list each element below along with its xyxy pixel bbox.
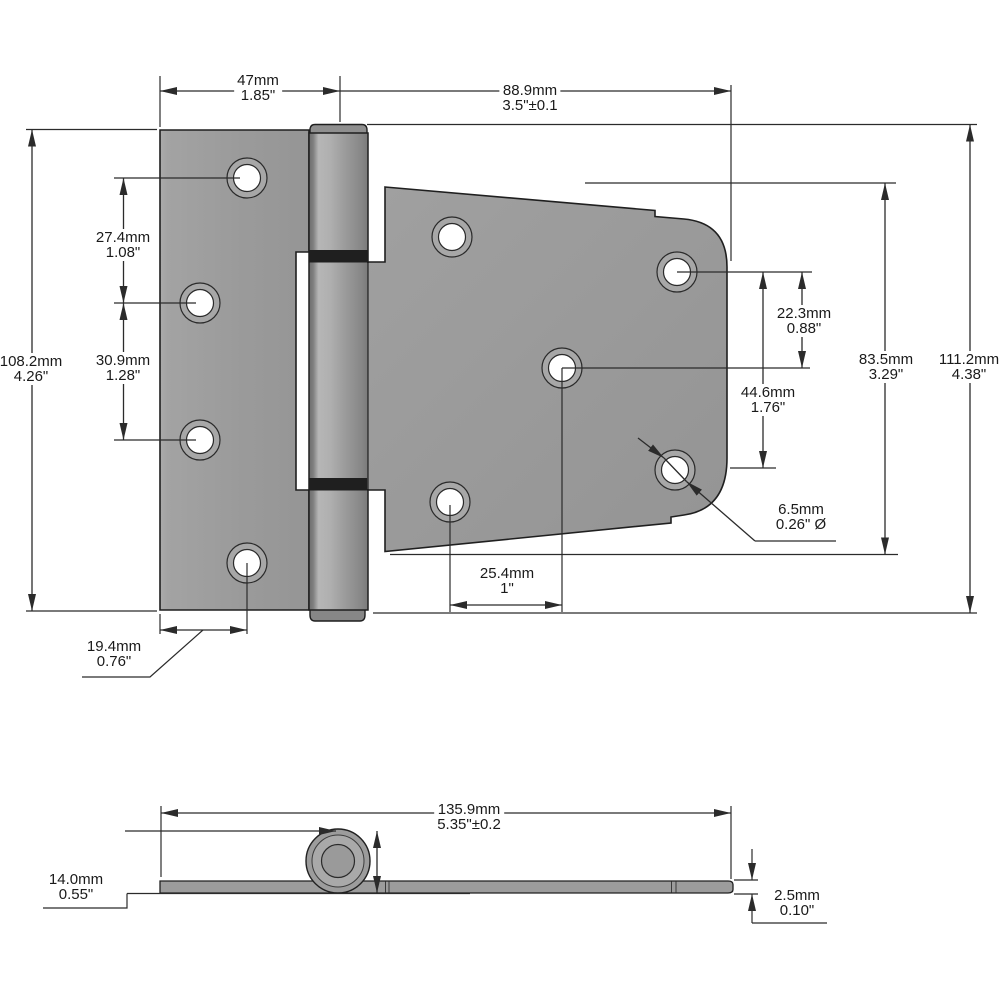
knuckle-gap-lower [309,478,368,491]
screw-hole [431,216,473,258]
screw-hole [429,481,471,523]
barrel-body [308,132,369,611]
side-leaf-seams [385,881,677,893]
barrel-top-cap [309,123,368,135]
side-barrel [305,828,371,894]
top-view [26,76,977,678]
inset-dim-leader [82,629,204,678]
side-leaf-plate [159,880,734,894]
hinge-left-leaf [159,129,310,611]
hole-centerlines [114,177,812,634]
barrel-dim-leader [43,893,128,909]
knuckle-gap-upper [309,250,368,263]
barrel-bottom-cap [309,608,366,622]
hole-diameter-leader [637,437,836,542]
dimension-extension-lines [26,76,977,678]
screw-hole [179,282,221,324]
screw-hole [226,157,268,199]
side-view [43,806,827,924]
hinge-barrel [308,123,369,622]
